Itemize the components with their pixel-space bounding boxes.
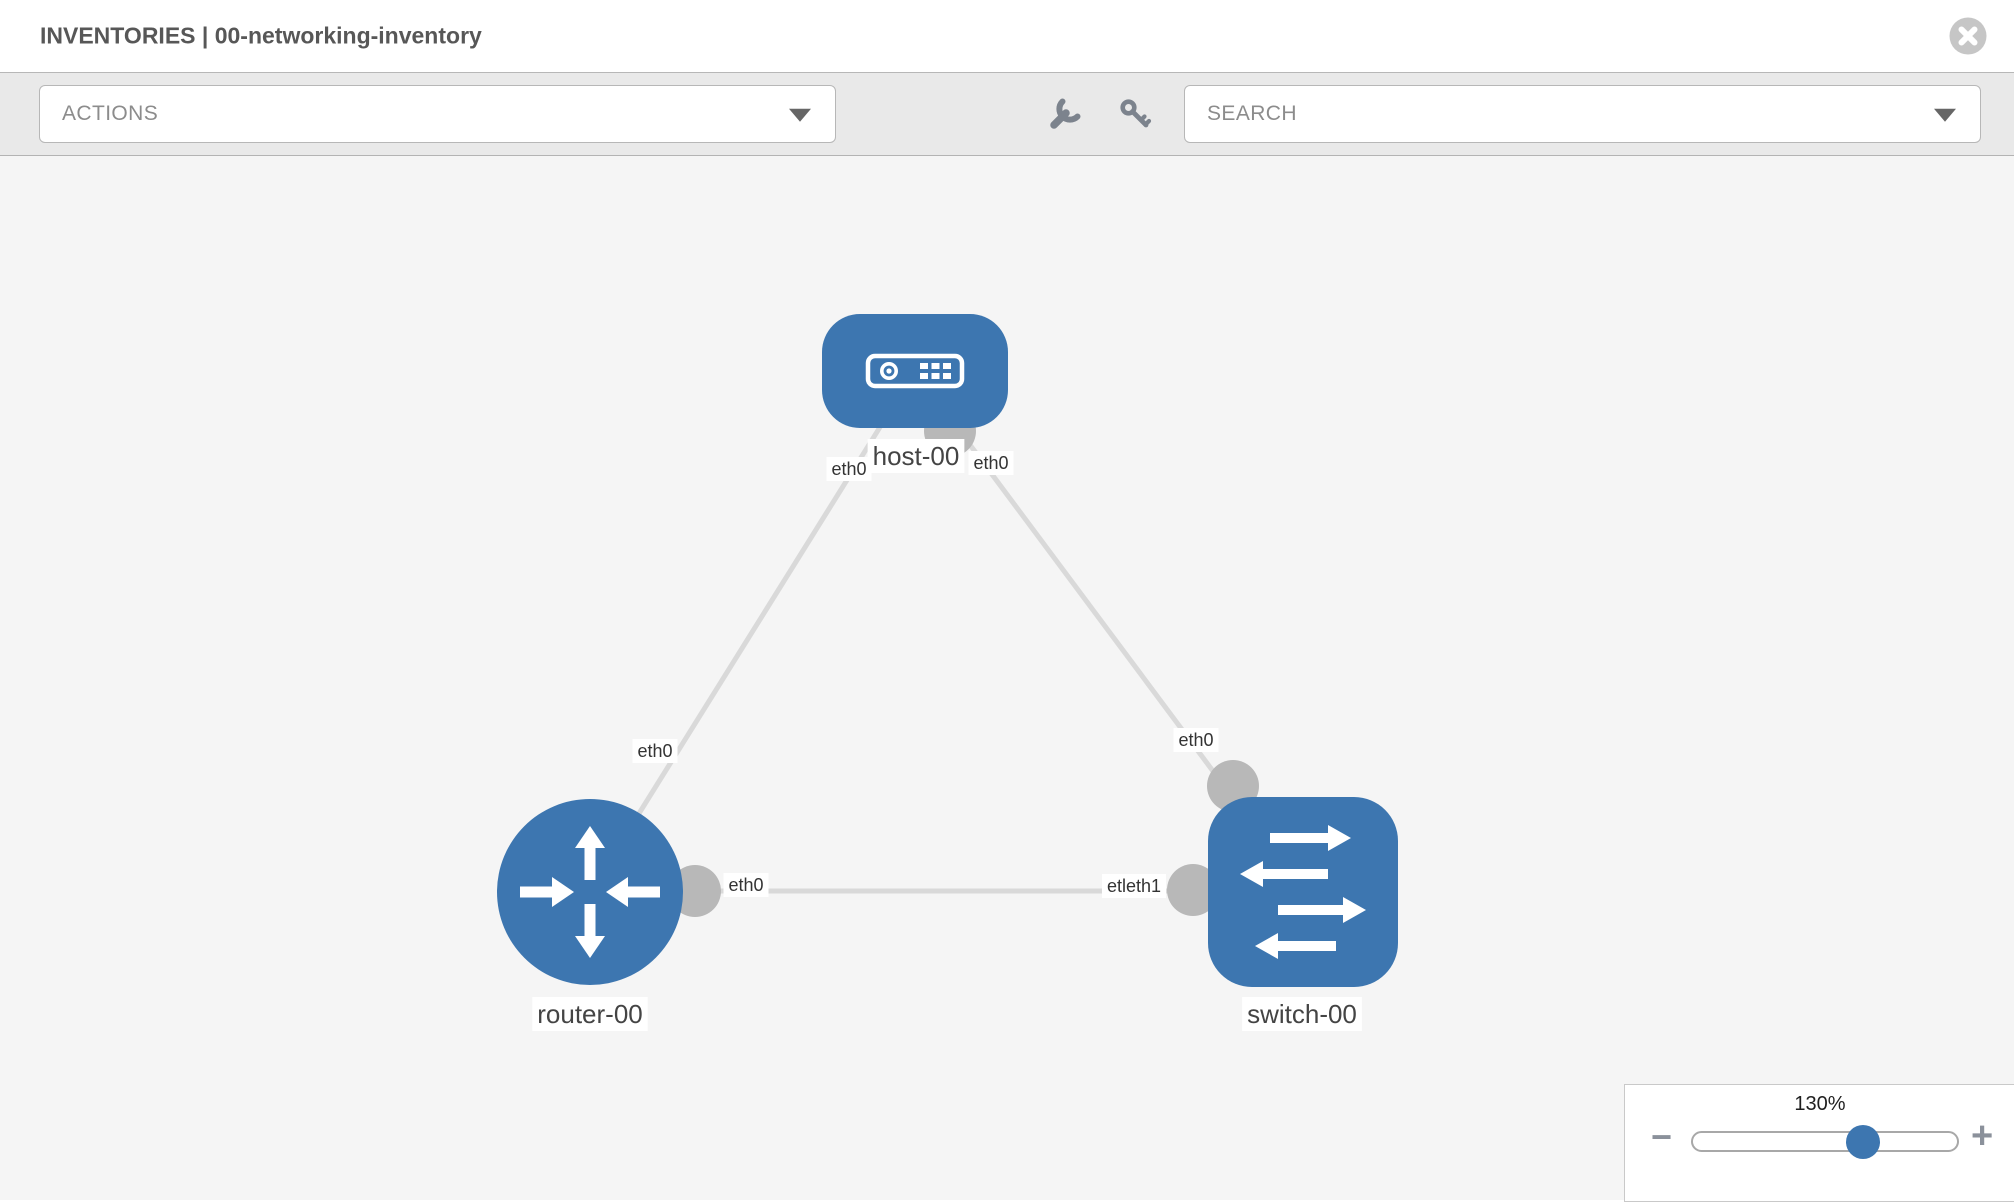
search-dropdown-label: SEARCH bbox=[1207, 102, 1297, 125]
zoom-slider-handle[interactable] bbox=[1846, 1124, 1881, 1159]
interface-label-bg bbox=[968, 451, 1014, 475]
zoom-slider-track[interactable] bbox=[1691, 1124, 1959, 1159]
close-icon bbox=[1949, 17, 1987, 55]
node-label-router-00: router-00 bbox=[537, 999, 643, 1029]
interface-port bbox=[1167, 864, 1219, 916]
close-button[interactable] bbox=[1949, 17, 1987, 55]
switch-icon bbox=[1240, 825, 1366, 959]
router-icon bbox=[520, 826, 660, 958]
node-host-00[interactable] bbox=[822, 314, 1008, 428]
node-label-host-00-bg bbox=[867, 439, 965, 473]
interface-label-bg bbox=[826, 457, 872, 481]
interface-label: eth0 bbox=[637, 741, 672, 761]
topology-canvas-area[interactable]: host-00 router-00 switch-00 eth0 eth0 eth0 eth… bbox=[0, 156, 2014, 1202]
interface-label: eth0 bbox=[973, 453, 1008, 473]
node-label-host-00: host-00 bbox=[873, 441, 960, 471]
node-switch-00[interactable] bbox=[1208, 797, 1398, 987]
header: INVENTORIES | 00-networking-inventory bbox=[0, 0, 2014, 73]
interface-label-bg bbox=[1101, 874, 1167, 898]
zoom-panel: 130% − + bbox=[1624, 1084, 2014, 1202]
credentials-button[interactable] bbox=[1112, 85, 1158, 143]
search-dropdown[interactable]: SEARCH bbox=[1184, 85, 1981, 143]
zoom-level: 130% bbox=[1794, 1093, 1846, 1115]
interface-label-bg bbox=[723, 873, 769, 897]
interface-label-bg bbox=[632, 739, 678, 763]
node-label-switch-00: switch-00 bbox=[1247, 999, 1357, 1029]
key-icon bbox=[1120, 99, 1152, 128]
interface-label: eth0 bbox=[728, 875, 763, 895]
interface-label: eth0 bbox=[1178, 730, 1213, 750]
interface-label: etleth1 bbox=[1107, 876, 1161, 896]
zoom-in-button[interactable]: + bbox=[1971, 1115, 1994, 1157]
chevron-down-icon bbox=[789, 108, 811, 122]
wrench-icon bbox=[1050, 98, 1081, 129]
toolbar: ACTIONS SEARCH bbox=[0, 73, 2014, 156]
host-icon bbox=[865, 353, 965, 389]
node-router-00[interactable] bbox=[497, 799, 683, 985]
node-label-switch-00-bg bbox=[1242, 997, 1362, 1031]
interface-label: eth0 bbox=[831, 459, 866, 479]
topology-svg[interactable]: host-00 router-00 switch-00 eth0 eth0 eth0 eth… bbox=[0, 156, 2014, 1200]
actions-dropdown-label: ACTIONS bbox=[62, 102, 159, 125]
chevron-down-icon bbox=[1934, 108, 1956, 122]
zoom-out-button[interactable]: − bbox=[1651, 1116, 1673, 1157]
interface-label-bg bbox=[1173, 728, 1219, 752]
configure-button[interactable] bbox=[1042, 85, 1088, 143]
node-label-router-00-bg bbox=[532, 997, 648, 1031]
page-title: INVENTORIES | 00-networking-inventory bbox=[40, 22, 482, 49]
actions-dropdown[interactable]: ACTIONS bbox=[39, 85, 836, 143]
